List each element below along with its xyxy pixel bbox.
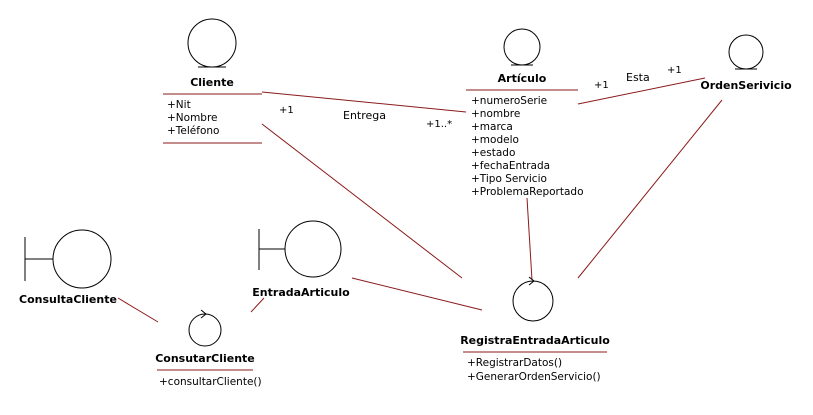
entity-orden-servicio[interactable]: OrdenSerivicio bbox=[700, 34, 792, 92]
association-entrega-mult-articulo: +1..* bbox=[426, 119, 452, 130]
boundary-entrada-articulo-icon bbox=[284, 220, 342, 278]
boundary-entrada-articulo-name: EntradaArticulo bbox=[252, 286, 350, 299]
control-consultar-cliente-name: ConsutarCliente bbox=[155, 352, 255, 365]
entity-articulo-attr: +marca bbox=[471, 121, 513, 133]
control-consultar-cliente-arrow bbox=[200, 309, 207, 319]
entity-cliente-attr: +Nit bbox=[167, 99, 191, 111]
entity-articulo-name: Artículo bbox=[498, 72, 547, 85]
entity-articulo-attr: +modelo bbox=[471, 134, 519, 146]
entity-articulo-attr: +estado bbox=[471, 147, 515, 159]
control-registra-entrada-articulo-operation: +RegistrarDatos() bbox=[467, 357, 562, 369]
entity-cliente-attr: +Teléfono bbox=[167, 125, 219, 137]
control-consultar-cliente-icon bbox=[188, 313, 222, 347]
boundary-entrada-articulo[interactable]: EntradaArticulo bbox=[252, 220, 350, 299]
association-esta-line bbox=[577, 77, 706, 105]
association-entrega-mult-cliente: +1 bbox=[279, 105, 294, 116]
association-esta-label: Esta bbox=[626, 71, 650, 84]
link-articulo-registra bbox=[526, 197, 533, 281]
entity-articulo[interactable]: Artículo +numeroSerie +nombre +marca +mo… bbox=[466, 28, 584, 198]
control-registra-entrada-articulo-arrow bbox=[528, 276, 535, 286]
control-registra-entrada-articulo-icon bbox=[512, 280, 554, 322]
boundary-consulta-cliente-name: ConsultaCliente bbox=[19, 293, 117, 306]
control-registra-entrada-articulo-name: RegistraEntradaArticulo bbox=[460, 334, 610, 347]
entity-articulo-attr: +ProblemaReportado bbox=[471, 186, 584, 198]
control-consultar-cliente-operation: +consultarCliente() bbox=[159, 376, 262, 388]
link-cliente-registra bbox=[261, 123, 463, 279]
association-entrega-label: Entrega bbox=[343, 109, 386, 122]
link-consulta-consultar bbox=[117, 297, 159, 323]
control-registra-entrada-articulo[interactable]: RegistraEntradaArticulo +RegistrarDatos(… bbox=[460, 276, 610, 383]
entity-cliente-attr: +Nombre bbox=[167, 112, 218, 124]
entity-articulo-attr: +nombre bbox=[471, 108, 520, 120]
entity-articulo-icon bbox=[503, 28, 541, 66]
entity-cliente[interactable]: Cliente +Nit +Nombre +Teléfono bbox=[163, 18, 262, 144]
control-consultar-cliente[interactable]: ConsutarCliente +consultarCliente() bbox=[155, 309, 262, 388]
association-entrega-line bbox=[261, 91, 467, 113]
link-entrada-registra bbox=[351, 277, 483, 311]
entity-articulo-attr: +fechaEntrada bbox=[471, 160, 550, 172]
entity-orden-servicio-icon bbox=[728, 34, 764, 70]
entity-orden-servicio-name: OrdenSerivicio bbox=[700, 79, 792, 92]
boundary-consulta-cliente[interactable]: ConsultaCliente bbox=[19, 229, 117, 306]
link-orden-registra bbox=[577, 99, 723, 279]
entity-cliente-icon bbox=[187, 18, 237, 68]
entity-cliente-name: Cliente bbox=[190, 76, 234, 89]
association-esta-mult-orden: +1 bbox=[667, 65, 682, 76]
entity-articulo-attr: +numeroSerie bbox=[471, 95, 547, 107]
association-esta-mult-articulo: +1 bbox=[594, 80, 609, 91]
control-registra-entrada-articulo-operation: +GenerarOrdenServicio() bbox=[467, 371, 601, 383]
boundary-consulta-cliente-icon bbox=[52, 229, 112, 289]
link-entrada-consultar bbox=[250, 297, 265, 313]
entity-articulo-attr: +Tipo Servicio bbox=[471, 173, 547, 185]
